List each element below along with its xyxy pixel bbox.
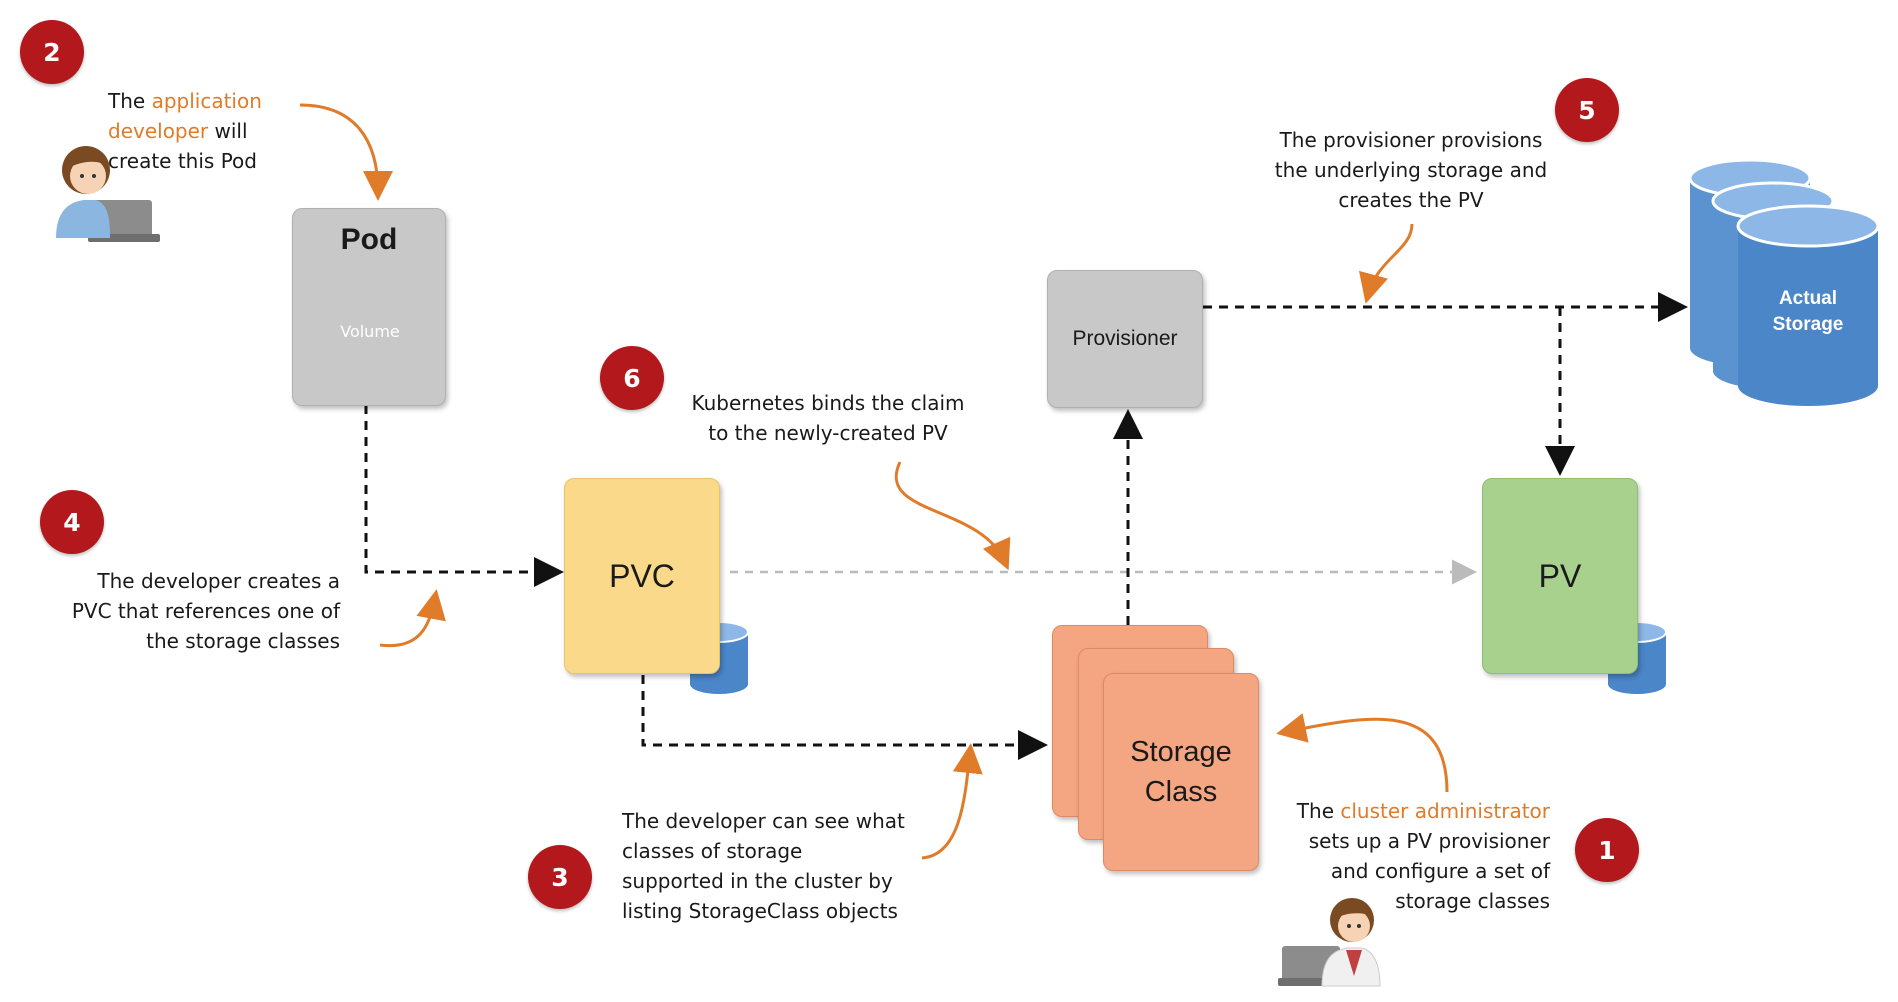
connectors <box>364 292 1688 760</box>
step4-line1: The developer creates a <box>97 569 340 593</box>
pvc-to-storageclass-arrow <box>641 675 1048 760</box>
actual-storage-line1: Actual <box>1778 288 1838 309</box>
step2-callout-arrow <box>299 103 393 201</box>
step1-line2: sets up a PV provisioner <box>1308 829 1550 853</box>
admin-person-icon <box>1278 898 1381 987</box>
step1-pre: The <box>1296 799 1341 823</box>
step5-line2: the underlying storage and <box>1274 158 1548 182</box>
step1-note: The cluster administrator sets up a PV p… <box>1250 796 1550 916</box>
pod-to-pvc-arrow <box>364 405 564 587</box>
step-badge-4: 4 <box>40 490 104 554</box>
step3-callout-arrow <box>921 743 983 860</box>
step2-line3: create this Pod <box>108 149 257 173</box>
developer-person-icon <box>56 146 160 242</box>
step5-callout-arrow <box>1359 223 1414 304</box>
step5-line3: creates the PV <box>1338 188 1484 212</box>
actual-storage-icon <box>1688 158 1880 406</box>
step3-line1: The developer can see what <box>622 809 905 833</box>
step-badge-6: 6 <box>600 346 664 410</box>
provisioner-label: Provisioner <box>1072 327 1178 350</box>
pvc-label: PVC <box>609 557 675 594</box>
step-badge-3: 3 <box>528 845 592 909</box>
pod-label: Pod <box>340 223 398 256</box>
step5-note: The provisioner provisions the underlyin… <box>1246 125 1576 215</box>
step1-highlight: cluster administrator <box>1340 799 1550 823</box>
step2-note: The application developer will create th… <box>108 86 308 176</box>
step2-post: will <box>208 119 248 143</box>
volume-label: Volume <box>340 322 400 341</box>
step5-line1: The provisioner provisions <box>1279 128 1543 152</box>
step1-line4: storage classes <box>1395 889 1550 913</box>
provisioner-box: Provisioner <box>1047 270 1203 408</box>
step2-pre: The <box>108 89 152 113</box>
step4-note: The developer creates a PVC that referen… <box>30 566 340 656</box>
step3-line4: listing StorageClass objects <box>622 899 898 923</box>
step6-line1: Kubernetes binds the claim <box>691 391 965 415</box>
step-badge-1: 1 <box>1575 818 1639 882</box>
callout-arrows <box>299 103 1449 860</box>
step3-line3: supported in the cluster by <box>622 869 893 893</box>
step4-line3: the storage classes <box>146 629 340 653</box>
storage-class-line2: Class <box>1144 776 1218 808</box>
pvc-box: PVC <box>564 478 720 674</box>
step1-line3: and configure a set of <box>1330 859 1550 883</box>
actual-storage-line2: Storage <box>1772 314 1844 335</box>
step1-callout-arrow <box>1276 713 1449 793</box>
step2-highlight-1: application <box>151 89 262 113</box>
pod-box: Pod <box>292 208 446 406</box>
step2-highlight-2: developer <box>108 119 209 143</box>
step6-line2: to the newly-created PV <box>708 421 948 445</box>
storage-class-card-front: Storage Class <box>1103 673 1259 871</box>
step-badge-2: 2 <box>20 20 84 84</box>
step4-line2: PVC that references one of <box>71 599 340 623</box>
step6-callout-arrow <box>894 461 1011 571</box>
pv-label: PV <box>1538 557 1582 594</box>
step3-line2: classes of storage <box>622 839 803 863</box>
step6-note: Kubernetes binds the claim to the newly-… <box>668 388 988 448</box>
step3-note: The developer can see what classes of st… <box>622 806 942 926</box>
storage-class-line1: Storage <box>1130 736 1232 768</box>
actual-storage-label: Actual Storage <box>1738 286 1878 338</box>
step4-callout-arrow <box>379 589 446 648</box>
pv-box: PV <box>1482 478 1638 674</box>
step-badge-5: 5 <box>1555 78 1619 142</box>
